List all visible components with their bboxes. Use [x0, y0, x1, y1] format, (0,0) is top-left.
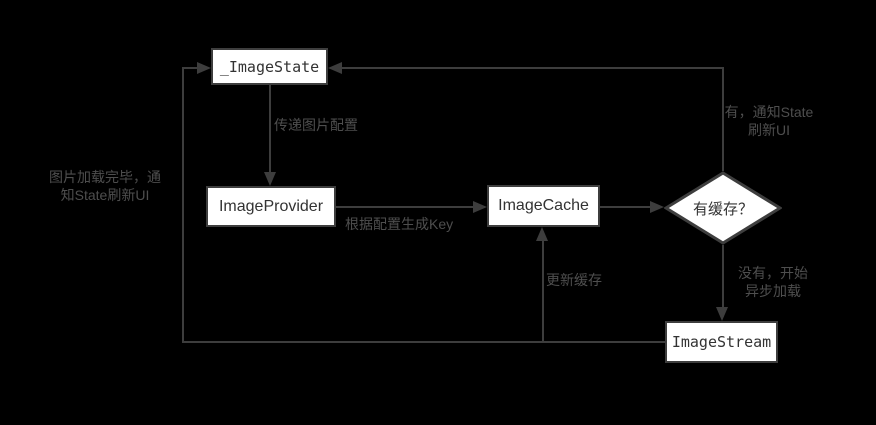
edge-load-complete-left-line: [182, 67, 184, 343]
edge-label-load-complete-line1: 图片加载完毕，通: [49, 169, 161, 185]
arrowhead-right-image-state-icon: [197, 62, 211, 74]
edge-label-cache-miss-line2: 异步加载: [745, 283, 801, 299]
edge-label-cache-hit-line2: 刷新UI: [748, 122, 790, 138]
arrowhead-up-image-cache-icon: [536, 227, 548, 241]
edge-cache-miss-line: [722, 245, 724, 308]
node-image-provider-label: ImageProvider: [218, 197, 324, 215]
edge-cache-hit-horizontal-line: [342, 67, 724, 69]
node-image-cache-label: ImageCache: [498, 197, 589, 214]
edge-cache-to-decision-line: [600, 206, 650, 208]
edge-update-cache-line: [542, 241, 544, 341]
edge-cache-hit-vertical-line: [722, 68, 724, 171]
edge-label-pass-config: 传递图片配置: [274, 117, 358, 133]
node-image-state: _ImageState: [211, 48, 328, 85]
node-has-cache-label: 有缓存？: [692, 200, 753, 218]
node-image-stream: ImageStream: [665, 321, 778, 363]
arrowhead-down-image-provider-icon: [264, 172, 276, 186]
edge-label-cache-hit-line1: 有，通知State: [724, 104, 814, 120]
arrowhead-down-image-stream-icon: [716, 307, 728, 321]
decision-diamond-icon: [664, 171, 782, 245]
edge-label-update-cache: 更新缓存: [546, 272, 602, 288]
edge-label-load-complete-line2: 知State刷新UI: [60, 187, 150, 203]
edge-label-cache-miss: 没有，开始 异步加载: [723, 264, 823, 300]
arrowhead-left-image-state-icon: [328, 62, 342, 74]
node-image-state-label: _ImageState: [219, 57, 320, 76]
edge-label-generate-key: 根据配置生成Key: [345, 216, 454, 232]
arrowhead-right-image-cache-icon: [473, 201, 487, 213]
edge-label-cache-hit: 有，通知State 刷新UI: [714, 103, 824, 139]
node-image-stream-label: ImageStream: [671, 333, 772, 351]
node-has-cache: 有缓存？: [664, 171, 782, 245]
arrowhead-right-has-cache-icon: [650, 201, 664, 213]
node-image-provider: ImageProvider: [206, 186, 336, 227]
edge-pass-config-line: [269, 85, 271, 173]
edge-generate-key-line: [336, 206, 473, 208]
edge-label-cache-miss-line1: 没有，开始: [738, 265, 808, 281]
edge-load-complete-bottom-line: [182, 341, 665, 343]
edge-load-complete-stub-line: [184, 67, 197, 69]
node-image-cache: ImageCache: [487, 185, 600, 227]
edge-label-load-complete: 图片加载完毕，通 知State刷新UI: [40, 168, 170, 204]
